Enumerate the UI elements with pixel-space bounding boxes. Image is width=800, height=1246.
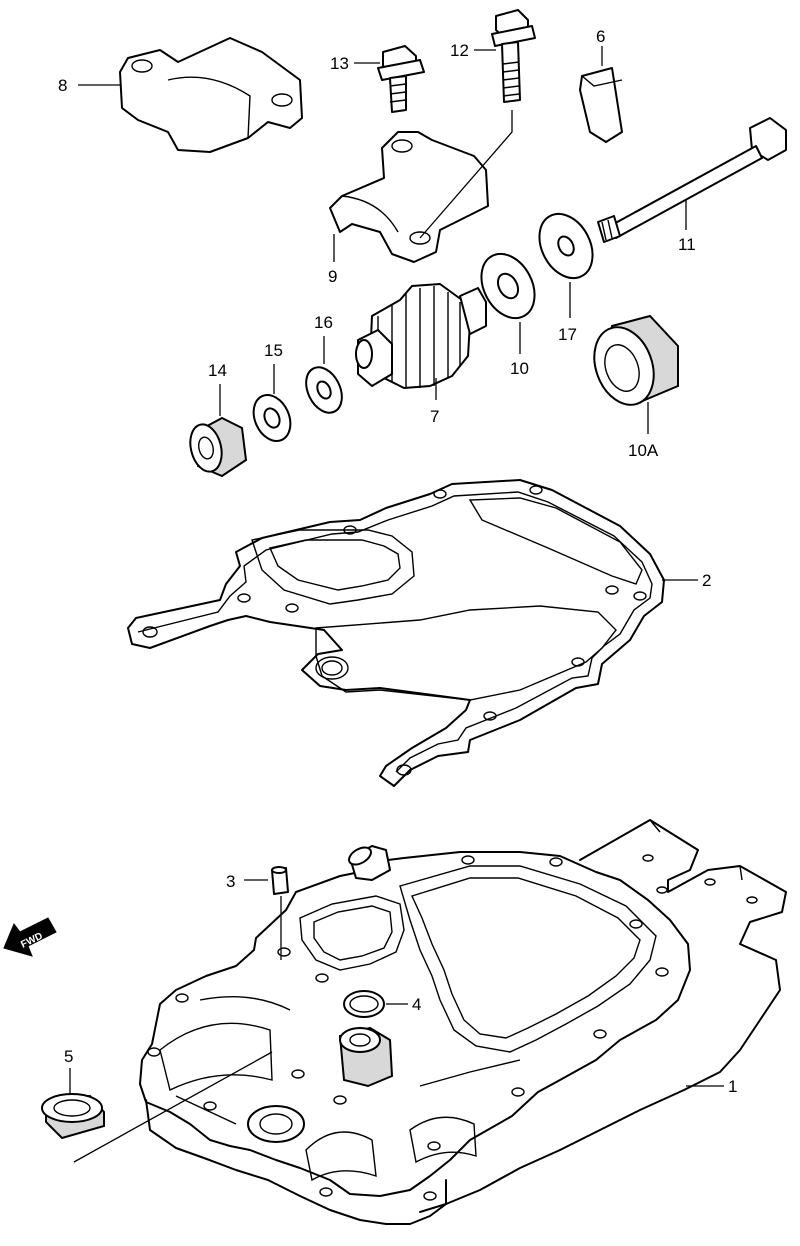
- part-13-bolt[interactable]: [377, 45, 425, 113]
- part-7-gear[interactable]: [355, 283, 487, 389]
- callout-10a: 10A: [628, 441, 659, 460]
- part-6-key[interactable]: [579, 67, 623, 143]
- callout-7: 7: [430, 407, 439, 426]
- part-10a-bearing[interactable]: [584, 314, 679, 413]
- callout-10: 10: [510, 359, 529, 378]
- part-9-clamp[interactable]: [329, 131, 489, 263]
- callout-8: 8: [58, 76, 67, 95]
- callout-16: 16: [314, 313, 333, 332]
- part-8-clamp[interactable]: [119, 37, 303, 153]
- callout-3: 3: [226, 872, 235, 891]
- callout-14: 14: [208, 361, 227, 380]
- callout-11: 11: [678, 235, 696, 254]
- part-4-o-ring[interactable]: [343, 990, 385, 1018]
- part-3-dowel-pin[interactable]: [271, 866, 289, 895]
- part-14-nut[interactable]: [186, 416, 248, 478]
- callout-6: 6: [596, 27, 605, 46]
- callout-1: 1: [728, 1077, 737, 1096]
- part-2-gasket[interactable]: [127, 479, 665, 787]
- callout-4: 4: [412, 995, 421, 1014]
- callout-9: 9: [328, 267, 337, 286]
- callout-2: 2: [702, 571, 711, 590]
- part-15-washer[interactable]: [247, 389, 298, 447]
- part-16-washer[interactable]: [299, 361, 349, 418]
- callout-15: 15: [264, 341, 283, 360]
- part-10-washer[interactable]: [471, 245, 545, 328]
- part-11-shaft-bolt[interactable]: [597, 117, 787, 243]
- part-5-oil-seal[interactable]: [41, 1093, 105, 1140]
- part-1-engine-holder[interactable]: [139, 819, 787, 1225]
- part-12-bolt[interactable]: [491, 9, 536, 103]
- callout-13: 13: [330, 54, 349, 73]
- callout-12: 12: [450, 41, 469, 60]
- callout-5: 5: [64, 1047, 73, 1066]
- callout-17: 17: [558, 325, 577, 344]
- fwd-direction-indicator: FWD: [3, 917, 57, 957]
- part-17-washer[interactable]: [529, 205, 603, 288]
